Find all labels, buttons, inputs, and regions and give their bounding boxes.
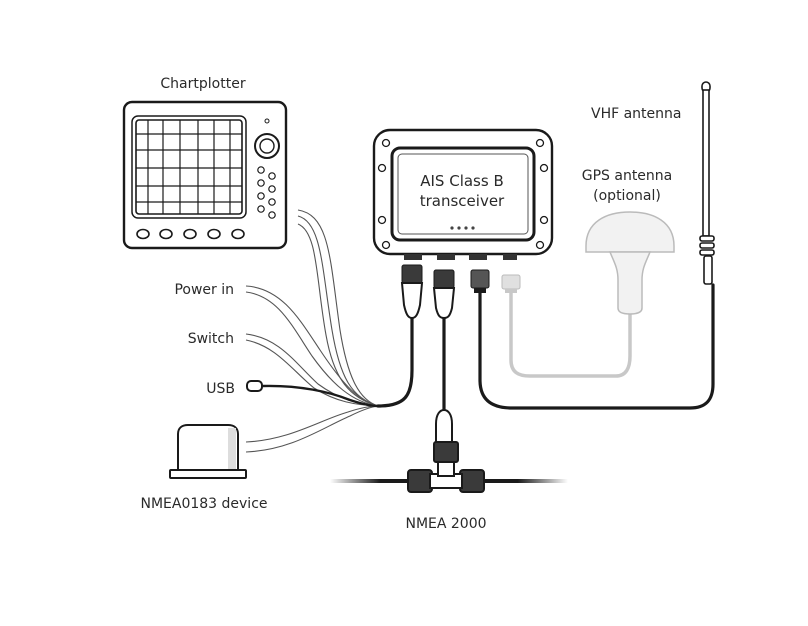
usb-connector-icon bbox=[246, 380, 263, 392]
nmea2000-connector bbox=[432, 269, 456, 320]
chartplotter-screen-grid bbox=[135, 119, 243, 215]
gps-coax-cable bbox=[509, 290, 632, 378]
vhf-coax-connector bbox=[470, 269, 490, 293]
transceiver-label-line2: transceiver bbox=[420, 192, 505, 210]
nmea0183-device bbox=[169, 424, 247, 479]
transceiver-label-line1: AIS Class B bbox=[420, 172, 504, 190]
vhf-antenna-device bbox=[699, 81, 715, 285]
nmea2000-backbone bbox=[330, 408, 568, 493]
vhf-coax-cable bbox=[478, 283, 715, 410]
ais-transceiver-device bbox=[372, 128, 554, 320]
power-in-label: Power in bbox=[174, 282, 234, 298]
chartplotter-side-buttons bbox=[257, 166, 276, 219]
multiwire-connector bbox=[400, 264, 424, 320]
gps-antenna-device bbox=[585, 211, 675, 315]
usb-cable bbox=[246, 380, 380, 408]
chartplotter-indicator-icon bbox=[264, 118, 270, 124]
gps-antenna-label: GPS antenna bbox=[582, 168, 673, 184]
nmea0183-device-label: NMEA0183 device bbox=[140, 496, 267, 512]
drop-cable-plug bbox=[435, 408, 453, 443]
chartplotter-label: Chartplotter bbox=[160, 76, 245, 92]
chartplotter-device bbox=[122, 100, 288, 250]
gps-antenna-optional-label: (optional) bbox=[593, 188, 661, 204]
chartplotter-bottom-buttons bbox=[136, 228, 245, 240]
t-connector-top-nut bbox=[433, 441, 459, 463]
vhf-antenna-label: VHF antenna bbox=[591, 106, 682, 122]
nmea2000-label: NMEA 2000 bbox=[405, 516, 486, 532]
switch-label: Switch bbox=[188, 331, 234, 347]
transceiver-status-leds bbox=[450, 226, 475, 230]
usb-label: USB bbox=[206, 381, 235, 397]
transceiver-screws bbox=[377, 138, 549, 250]
gps-coax-connector bbox=[501, 274, 521, 293]
t-connector-left-nut bbox=[407, 469, 433, 493]
transceiver-ports bbox=[404, 254, 517, 260]
t-connector-right-nut bbox=[459, 469, 485, 493]
multiwire-cable-bundle bbox=[245, 209, 414, 453]
